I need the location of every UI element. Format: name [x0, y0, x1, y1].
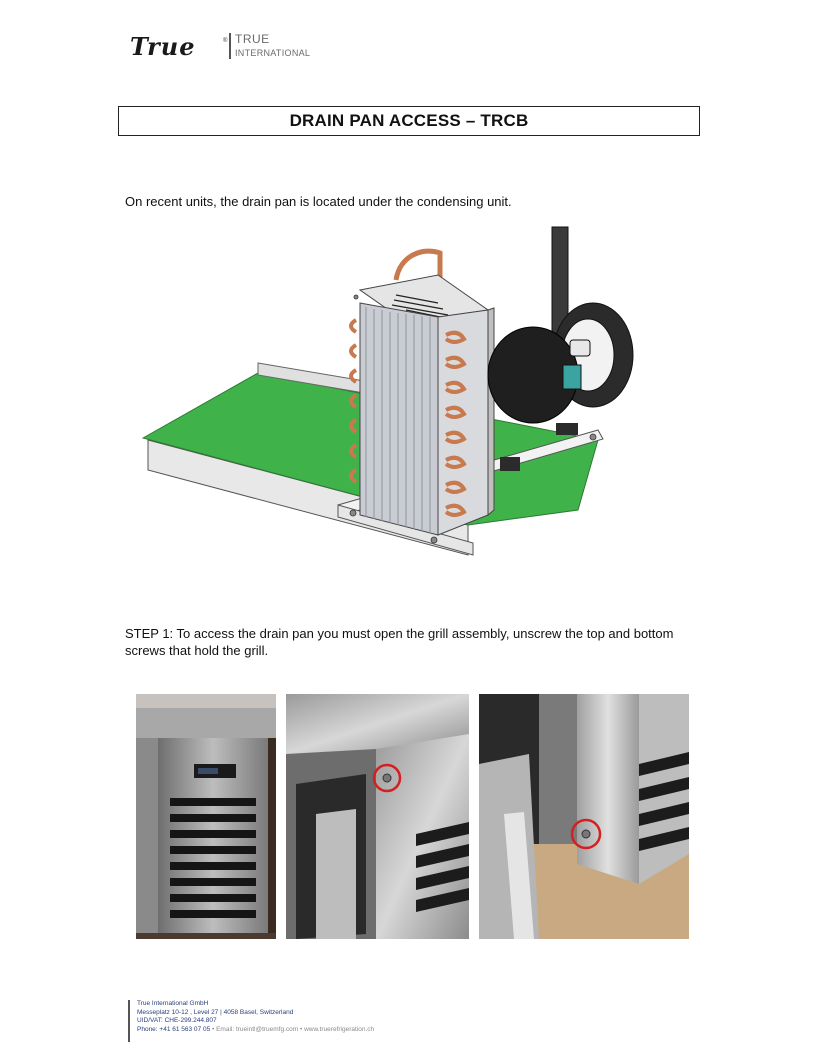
logo-script: True [130, 32, 196, 61]
bottom-screw-highlight-circle [570, 818, 602, 850]
step1-paragraph: STEP 1: To access the drain pan you must… [125, 626, 674, 658]
top-screw-highlight-circle [372, 763, 402, 793]
footer-contact-line: Phone: +41 61 563 07 05 • Email: trueint… [137, 1026, 374, 1035]
footer-email-web: • Email: trueintl@truemfg.com • www.true… [210, 1025, 375, 1033]
logo-registered-mark: ® [223, 38, 228, 44]
footer-company: True International GmbH [137, 1000, 209, 1007]
bottom-screw-photo [479, 694, 689, 939]
footer-contact: True International GmbH Messeplatz 10-12… [128, 1000, 374, 1042]
footer-phone: Phone: +41 61 563 07 05 [137, 1025, 211, 1033]
true-international-logo: True ® TRUE INTERNATIONAL [130, 30, 310, 62]
footer-vat: UID/VAT: CHE-299.244.807 [137, 1017, 217, 1024]
logo-word-international: INTERNATIONAL [235, 48, 311, 58]
page-title: DRAIN PAN ACCESS – TRCB [289, 111, 529, 130]
top-screw-photo [286, 694, 469, 939]
condensing-unit-diagram [141, 226, 634, 556]
page-title-box: DRAIN PAN ACCESS – TRCB [118, 106, 700, 136]
unit-front-photo [136, 694, 276, 939]
intro-paragraph: On recent units, the drain pan is locate… [125, 194, 512, 209]
logo-word-true: TRUE [235, 32, 270, 46]
logo-divider [229, 33, 231, 59]
footer-address: Messeplatz 10-12 , Level 27 | 4058 Basel… [137, 1008, 294, 1016]
